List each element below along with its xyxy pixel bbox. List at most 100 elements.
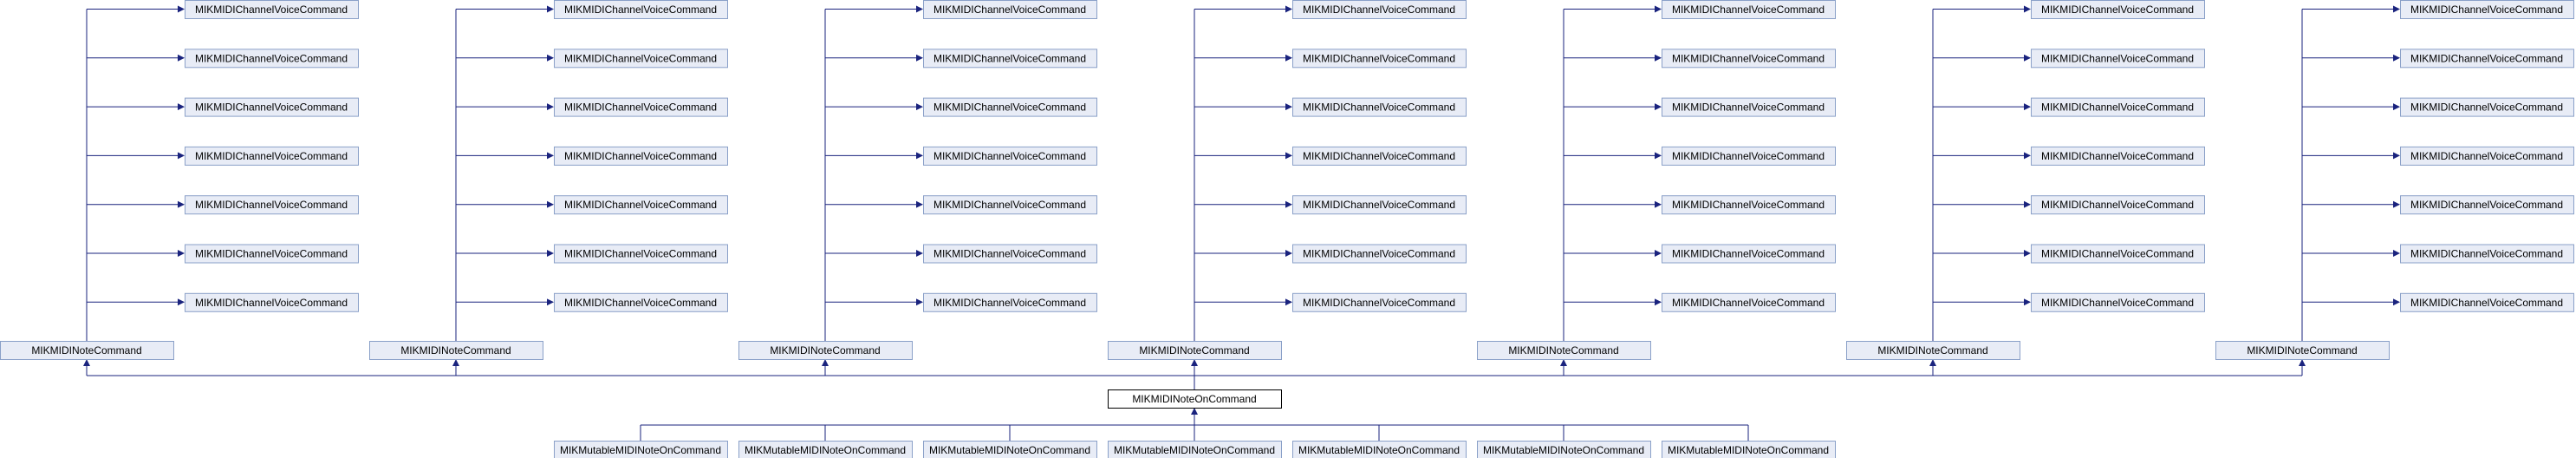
ancestor-node-6-0-label: MIKMIDIChannelVoiceCommand bbox=[2410, 3, 2563, 16]
ancestor-node-4-2[interactable]: MIKMIDIChannelVoiceCommand bbox=[1662, 97, 1836, 117]
ancestor-node-6-1[interactable]: MIKMIDIChannelVoiceCommand bbox=[2400, 49, 2574, 69]
parent-node-5[interactable]: MIKMIDINoteCommand bbox=[1846, 341, 2020, 360]
child-node-4[interactable]: MIKMutableMIDINoteOnCommand bbox=[1292, 441, 1467, 458]
ancestor-node-1-0-label: MIKMIDIChannelVoiceCommand bbox=[564, 3, 717, 16]
ancestor-node-1-4[interactable]: MIKMIDIChannelVoiceCommand bbox=[554, 195, 728, 215]
child-node-0[interactable]: MIKMutableMIDINoteOnCommand bbox=[554, 441, 728, 458]
ancestor-node-4-2-label: MIKMIDIChannelVoiceCommand bbox=[1672, 101, 1825, 114]
ancestor-node-0-5[interactable]: MIKMIDIChannelVoiceCommand bbox=[185, 244, 359, 264]
parent-node-6-label: MIKMIDINoteCommand bbox=[2247, 344, 2357, 357]
ancestor-node-4-6[interactable]: MIKMIDIChannelVoiceCommand bbox=[1662, 292, 1836, 312]
ancestor-node-3-4[interactable]: MIKMIDIChannelVoiceCommand bbox=[1292, 195, 1467, 215]
ancestor-node-5-2-label: MIKMIDIChannelVoiceCommand bbox=[2041, 101, 2194, 114]
parent-node-4[interactable]: MIKMIDINoteCommand bbox=[1477, 341, 1651, 360]
ancestor-node-5-1[interactable]: MIKMIDIChannelVoiceCommand bbox=[2031, 49, 2205, 69]
ancestor-node-5-4-label: MIKMIDIChannelVoiceCommand bbox=[2041, 199, 2194, 211]
ancestor-node-3-5[interactable]: MIKMIDIChannelVoiceCommand bbox=[1292, 244, 1467, 264]
ancestor-node-0-4[interactable]: MIKMIDIChannelVoiceCommand bbox=[185, 195, 359, 215]
ancestor-node-3-2-box bbox=[1292, 97, 1467, 117]
ancestor-node-4-5[interactable]: MIKMIDIChannelVoiceCommand bbox=[1662, 244, 1836, 264]
ancestor-node-3-3[interactable]: MIKMIDIChannelVoiceCommand bbox=[1292, 146, 1467, 166]
child-node-1[interactable]: MIKMutableMIDINoteOnCommand bbox=[738, 441, 913, 458]
ancestor-node-2-3[interactable]: MIKMIDIChannelVoiceCommand bbox=[923, 146, 1097, 166]
ancestor-node-5-4[interactable]: MIKMIDIChannelVoiceCommand bbox=[2031, 195, 2205, 215]
ancestor-node-6-2[interactable]: MIKMIDIChannelVoiceCommand bbox=[2400, 97, 2574, 117]
ancestor-node-0-3-label: MIKMIDIChannelVoiceCommand bbox=[195, 150, 348, 162]
ancestor-node-6-4[interactable]: MIKMIDIChannelVoiceCommand bbox=[2400, 195, 2574, 215]
ancestor-node-1-4-box bbox=[554, 195, 728, 215]
child-node-1-label: MIKMutableMIDINoteOnCommand bbox=[745, 444, 906, 456]
ancestor-node-5-1-label: MIKMIDIChannelVoiceCommand bbox=[2041, 52, 2194, 64]
ancestor-node-4-5-label: MIKMIDIChannelVoiceCommand bbox=[1672, 248, 1825, 260]
ancestor-node-1-5-label: MIKMIDIChannelVoiceCommand bbox=[564, 248, 717, 260]
ancestor-node-1-2[interactable]: MIKMIDIChannelVoiceCommand bbox=[554, 97, 728, 117]
ancestor-node-0-1[interactable]: MIKMIDIChannelVoiceCommand bbox=[185, 49, 359, 69]
child-node-4-label: MIKMutableMIDINoteOnCommand bbox=[1298, 444, 1460, 456]
ancestor-node-2-1[interactable]: MIKMIDIChannelVoiceCommand bbox=[923, 49, 1097, 69]
ancestor-node-5-6[interactable]: MIKMIDIChannelVoiceCommand bbox=[2031, 292, 2205, 312]
ancestor-node-3-1[interactable]: MIKMIDIChannelVoiceCommand bbox=[1292, 49, 1467, 69]
ancestor-node-4-0-label: MIKMIDIChannelVoiceCommand bbox=[1672, 3, 1825, 16]
ancestor-node-2-0[interactable]: MIKMIDIChannelVoiceCommand bbox=[923, 0, 1097, 19]
ancestor-node-4-1-box bbox=[1662, 49, 1836, 69]
ancestor-node-4-3[interactable]: MIKMIDIChannelVoiceCommand bbox=[1662, 146, 1836, 166]
child-node-5-label: MIKMutableMIDINoteOnCommand bbox=[1483, 444, 1644, 456]
ancestor-node-5-0[interactable]: MIKMIDIChannelVoiceCommand bbox=[2031, 0, 2205, 19]
ancestor-node-1-0[interactable]: MIKMIDIChannelVoiceCommand bbox=[554, 0, 728, 19]
child-node-2[interactable]: MIKMutableMIDINoteOnCommand bbox=[923, 441, 1097, 458]
ancestor-node-6-3[interactable]: MIKMIDIChannelVoiceCommand bbox=[2400, 146, 2574, 166]
ancestor-node-1-1-label: MIKMIDIChannelVoiceCommand bbox=[564, 52, 717, 64]
ancestor-node-4-3-label: MIKMIDIChannelVoiceCommand bbox=[1672, 150, 1825, 162]
ancestor-node-2-5[interactable]: MIKMIDIChannelVoiceCommand bbox=[923, 244, 1097, 264]
ancestor-node-2-4[interactable]: MIKMIDIChannelVoiceCommand bbox=[923, 195, 1097, 215]
ancestor-node-5-5-box bbox=[2031, 244, 2205, 264]
parent-node-1[interactable]: MIKMIDINoteCommand bbox=[369, 341, 543, 360]
ancestor-node-5-2[interactable]: MIKMIDIChannelVoiceCommand bbox=[2031, 97, 2205, 117]
ancestor-node-0-6[interactable]: MIKMIDIChannelVoiceCommand bbox=[185, 292, 359, 312]
ancestor-node-1-3[interactable]: MIKMIDIChannelVoiceCommand bbox=[554, 146, 728, 166]
ancestor-node-0-2[interactable]: MIKMIDIChannelVoiceCommand bbox=[185, 97, 359, 117]
ancestor-node-2-4-label: MIKMIDIChannelVoiceCommand bbox=[933, 199, 1086, 211]
ancestor-node-2-2[interactable]: MIKMIDIChannelVoiceCommand bbox=[923, 97, 1097, 117]
ancestor-node-0-0[interactable]: MIKMIDIChannelVoiceCommand bbox=[185, 0, 359, 19]
ancestor-node-3-6-label: MIKMIDIChannelVoiceCommand bbox=[1303, 297, 1455, 309]
focus-node[interactable]: MIKMIDINoteOnCommand bbox=[1108, 389, 1282, 409]
ancestor-node-1-5[interactable]: MIKMIDIChannelVoiceCommand bbox=[554, 244, 728, 264]
parent-node-2[interactable]: MIKMIDINoteCommand bbox=[738, 341, 913, 360]
edges-layer bbox=[83, 5, 2400, 441]
ancestor-node-0-3[interactable]: MIKMIDIChannelVoiceCommand bbox=[185, 146, 359, 166]
child-node-6[interactable]: MIKMutableMIDINoteOnCommand bbox=[1662, 441, 1836, 458]
child-node-3[interactable]: MIKMutableMIDINoteOnCommand bbox=[1108, 441, 1282, 458]
parent-node-6[interactable]: MIKMIDINoteCommand bbox=[2215, 341, 2390, 360]
ancestor-node-4-6-label: MIKMIDIChannelVoiceCommand bbox=[1672, 297, 1825, 309]
ancestor-node-0-6-label: MIKMIDIChannelVoiceCommand bbox=[195, 297, 348, 309]
parent-node-4-box bbox=[1477, 341, 1651, 360]
parent-node-3[interactable]: MIKMIDINoteCommand bbox=[1108, 341, 1282, 360]
ancestor-node-3-6[interactable]: MIKMIDIChannelVoiceCommand bbox=[1292, 292, 1467, 312]
parent-node-1-label: MIKMIDINoteCommand bbox=[400, 344, 511, 357]
ancestor-node-6-0[interactable]: MIKMIDIChannelVoiceCommand bbox=[2400, 0, 2574, 19]
ancestor-node-6-4-label: MIKMIDIChannelVoiceCommand bbox=[2410, 199, 2563, 211]
child-node-2-label: MIKMutableMIDINoteOnCommand bbox=[929, 444, 1090, 456]
ancestor-node-3-2[interactable]: MIKMIDIChannelVoiceCommand bbox=[1292, 97, 1467, 117]
ancestor-node-1-6[interactable]: MIKMIDIChannelVoiceCommand bbox=[554, 292, 728, 312]
ancestor-node-5-5[interactable]: MIKMIDIChannelVoiceCommand bbox=[2031, 244, 2205, 264]
ancestor-node-3-1-label: MIKMIDIChannelVoiceCommand bbox=[1303, 52, 1455, 64]
ancestor-node-4-1[interactable]: MIKMIDIChannelVoiceCommand bbox=[1662, 49, 1836, 69]
parent-node-0[interactable]: MIKMIDINoteCommand bbox=[0, 341, 174, 360]
ancestor-node-4-0[interactable]: MIKMIDIChannelVoiceCommand bbox=[1662, 0, 1836, 19]
ancestor-node-3-6-box bbox=[1292, 292, 1467, 312]
ancestor-node-6-6[interactable]: MIKMIDIChannelVoiceCommand bbox=[2400, 292, 2574, 312]
ancestor-node-5-3[interactable]: MIKMIDIChannelVoiceCommand bbox=[2031, 146, 2205, 166]
ancestor-node-6-5[interactable]: MIKMIDIChannelVoiceCommand bbox=[2400, 244, 2574, 264]
parent-node-6-box bbox=[2215, 341, 2390, 360]
ancestor-node-4-4[interactable]: MIKMIDIChannelVoiceCommand bbox=[1662, 195, 1836, 215]
ancestor-node-1-1[interactable]: MIKMIDIChannelVoiceCommand bbox=[554, 49, 728, 69]
ancestor-node-2-6[interactable]: MIKMIDIChannelVoiceCommand bbox=[923, 292, 1097, 312]
child-node-5[interactable]: MIKMutableMIDINoteOnCommand bbox=[1477, 441, 1651, 458]
ancestor-node-3-0[interactable]: MIKMIDIChannelVoiceCommand bbox=[1292, 0, 1467, 19]
ancestor-node-6-2-label: MIKMIDIChannelVoiceCommand bbox=[2410, 101, 2563, 114]
ancestor-node-6-0-box bbox=[2400, 0, 2574, 19]
ancestor-node-6-3-box bbox=[2400, 146, 2574, 166]
